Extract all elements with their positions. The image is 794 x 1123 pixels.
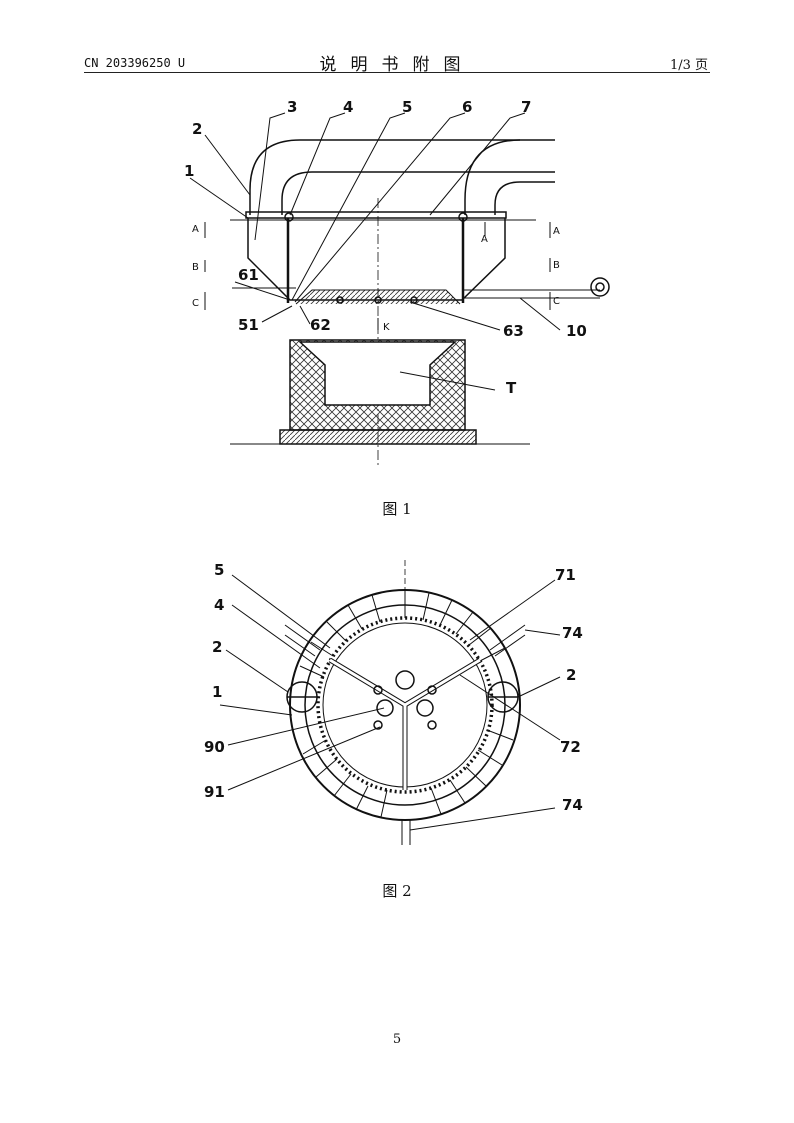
patent-number: CN 203396250 U	[84, 56, 186, 70]
fig2-label-4: 4	[214, 596, 224, 614]
label-10: 10	[566, 322, 587, 340]
figure-2-geometry	[219, 560, 561, 845]
page-title: 说明书附图	[319, 55, 475, 75]
fig2-label-72: 72	[560, 738, 581, 756]
page-number: 5	[392, 1032, 402, 1047]
section-mark-B-left: B	[192, 262, 199, 273]
section-mark-K: K	[383, 322, 390, 333]
section-mark-B-right: B	[553, 260, 560, 271]
label-6: 6	[462, 98, 472, 116]
fig2-label-2-left: 2	[212, 638, 222, 656]
label-63: 63	[503, 322, 524, 340]
fig2-label-91: 91	[204, 783, 225, 801]
section-mark-A-inner: A	[481, 234, 488, 245]
label-4: 4	[343, 98, 353, 116]
label-51: 51	[238, 316, 259, 334]
section-mark-C-left: C	[192, 298, 199, 309]
label-2: 2	[192, 120, 202, 138]
label-1: 1	[184, 162, 194, 180]
fig2-label-1: 1	[212, 683, 222, 701]
figure-1-caption: 图 1	[382, 500, 412, 518]
section-mark-C-right: C	[553, 296, 560, 307]
label-62: 62	[310, 316, 331, 334]
fig2-label-2-right: 2	[566, 666, 576, 684]
section-mark-A-right: A	[553, 226, 560, 237]
fig2-label-90: 90	[204, 738, 225, 756]
figure-1-geometry	[189, 112, 610, 468]
label-7: 7	[521, 98, 531, 116]
label-61: 61	[238, 266, 259, 284]
label-3: 3	[287, 98, 297, 116]
fig2-label-71: 71	[555, 566, 576, 584]
fig2-label-5: 5	[214, 561, 224, 579]
label-5: 5	[402, 98, 412, 116]
header-rule	[84, 72, 710, 73]
label-T: T	[506, 379, 517, 397]
page-indicator: 1/3 页	[669, 58, 708, 73]
figure-2-caption: 图 2	[382, 882, 412, 900]
fig2-label-74-top: 74	[562, 624, 583, 642]
fig2-label-74-bottom: 74	[562, 796, 583, 814]
section-mark-A-left: A	[192, 224, 199, 235]
